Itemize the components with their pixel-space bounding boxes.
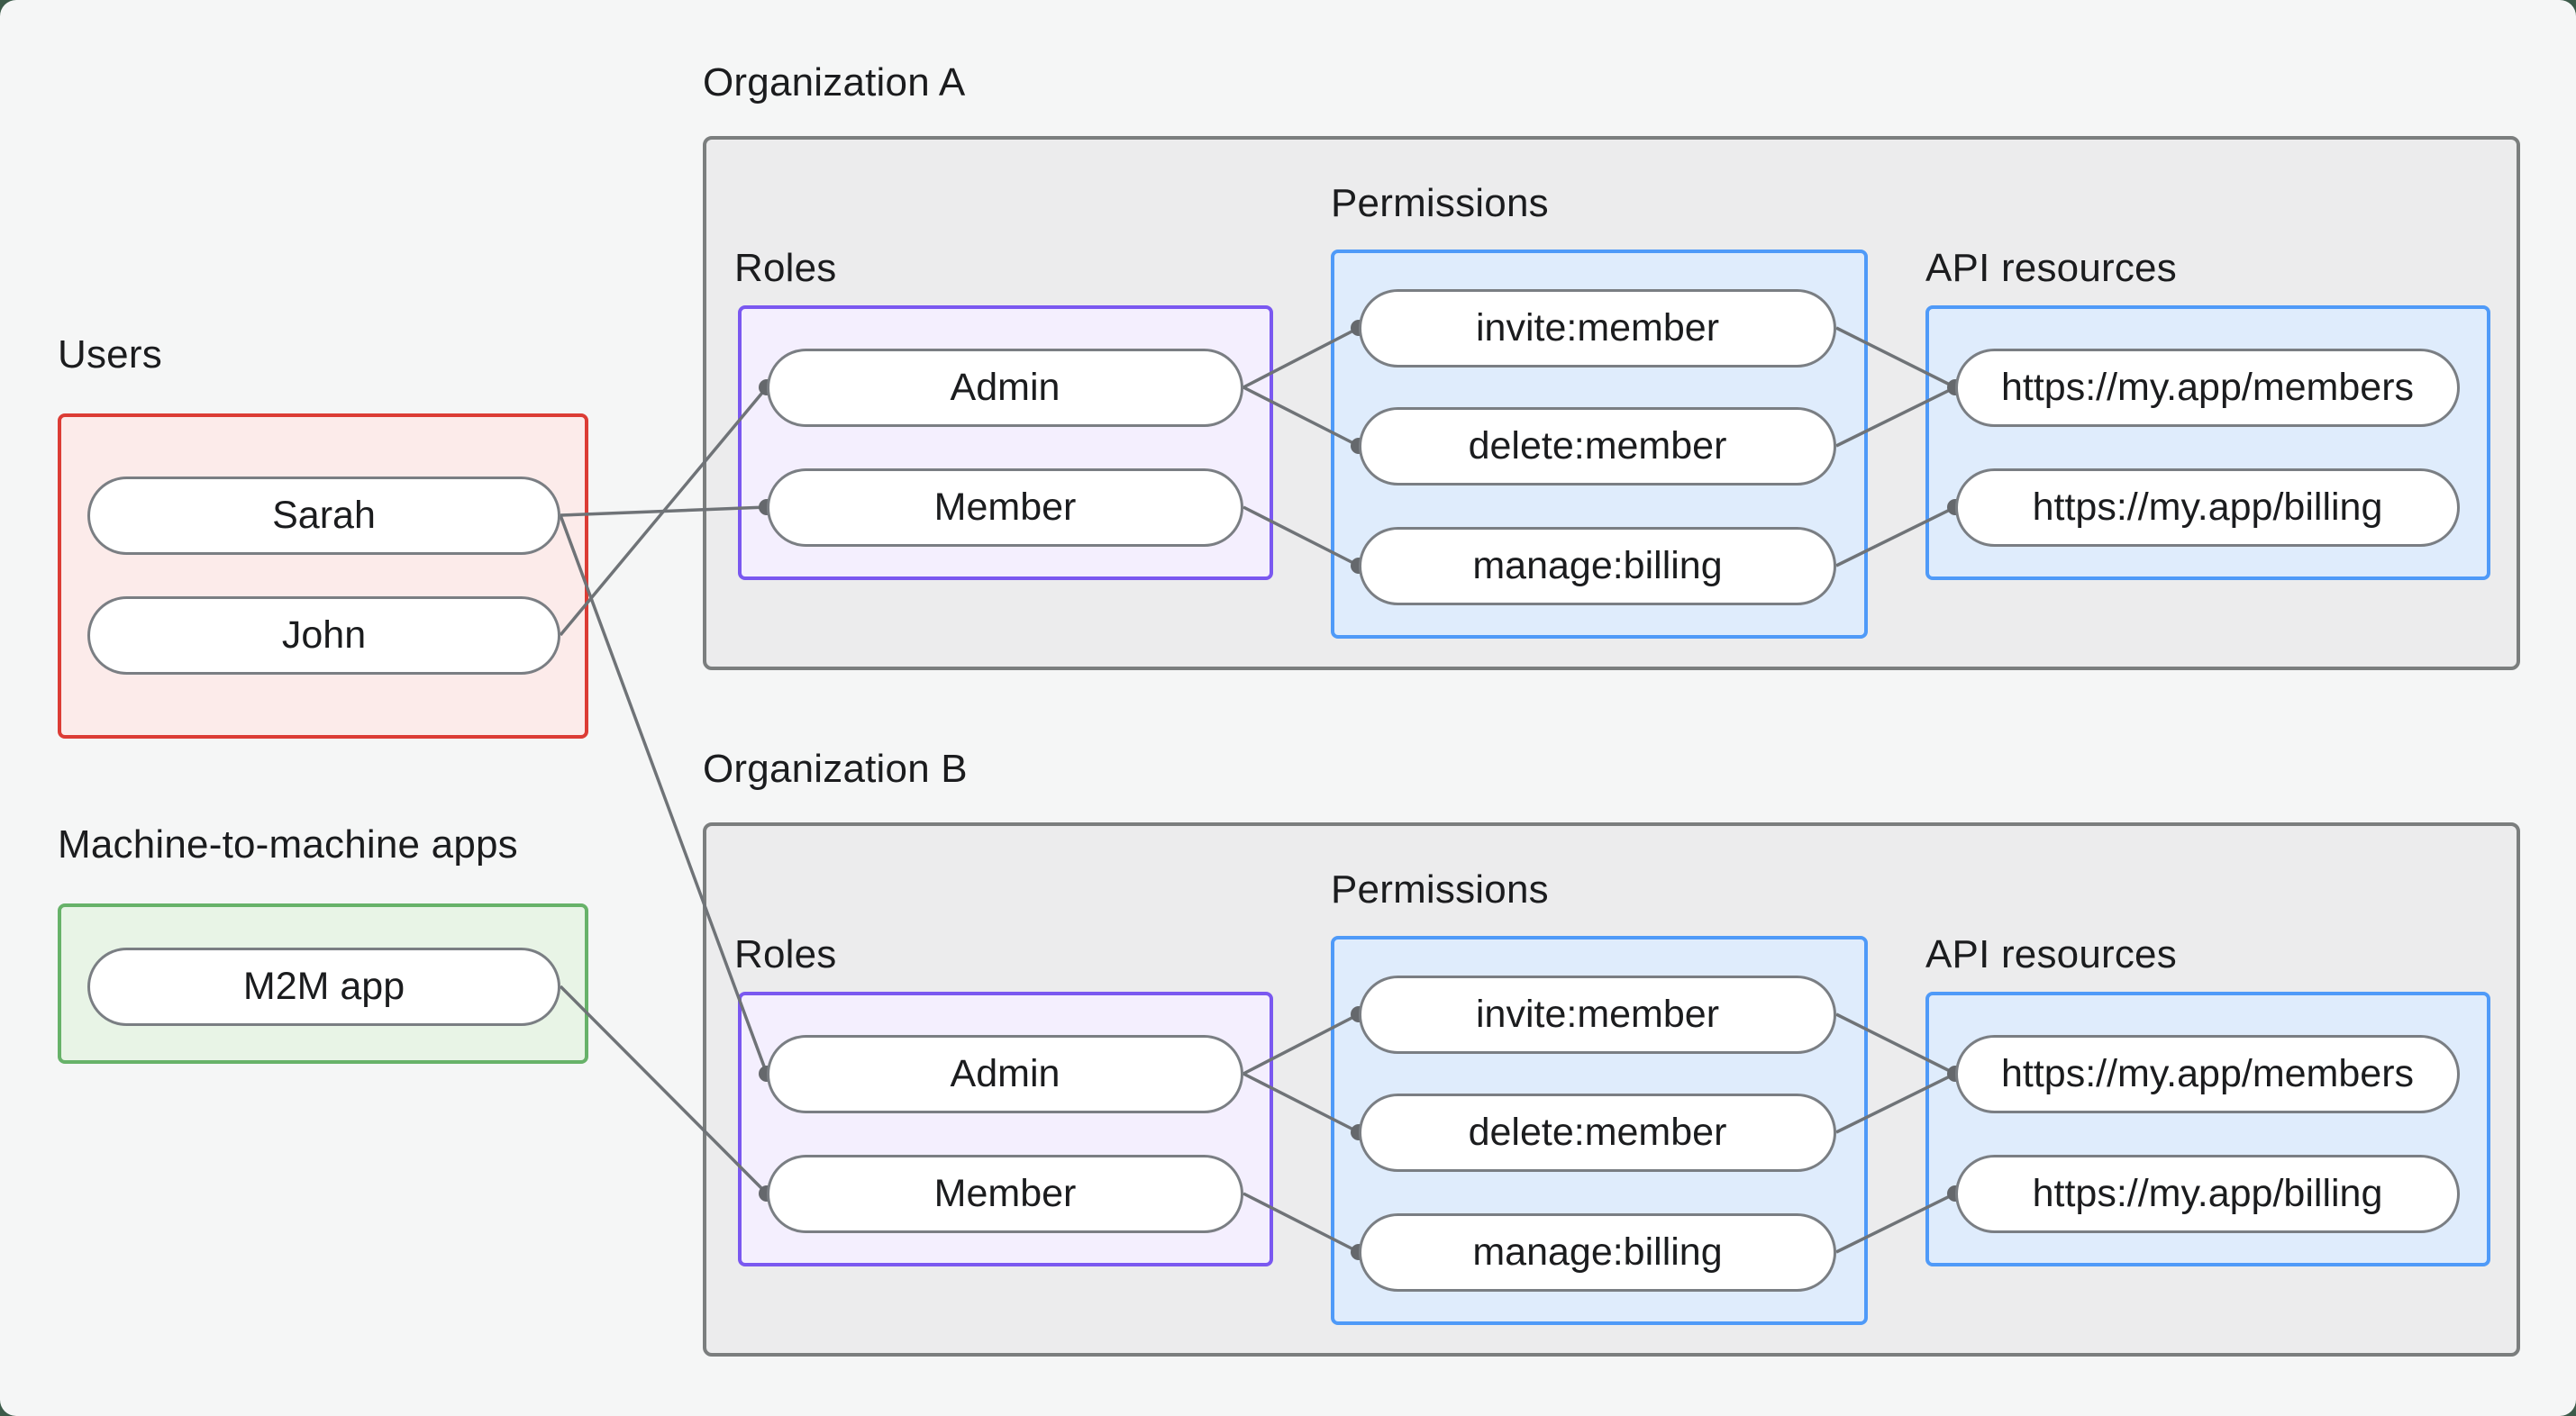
users-group-box [58,413,588,739]
node-org-b-permission-delete-member: delete:member [1359,1094,1836,1172]
node-user-sarah: Sarah [87,477,560,555]
node-org-a-permission-delete-member: delete:member [1359,407,1836,486]
node-org-b-role-member: Member [767,1155,1243,1233]
node-org-b-api-billing: https://my.app/billing [1955,1155,2460,1233]
node-org-b-permission-invite-member: invite:member [1359,976,1836,1054]
node-org-b-api-members: https://my.app/members [1955,1035,2460,1113]
node-user-john: John [87,596,560,675]
node-org-a-permission-manage-billing: manage:billing [1359,527,1836,605]
m2m-apps-group-label: Machine-to-machine apps [58,822,518,867]
node-org-b-role-admin: Admin [767,1035,1243,1113]
org-b-roles-label: Roles [734,932,837,976]
node-org-b-permission-manage-billing: manage:billing [1359,1213,1836,1292]
users-group-label: Users [58,332,162,377]
org-b-permissions-label: Permissions [1331,867,1549,912]
node-org-a-role-admin: Admin [767,349,1243,427]
node-org-a-role-member: Member [767,468,1243,547]
org-b-api-resources-label: API resources [1925,932,2177,976]
node-org-a-api-billing: https://my.app/billing [1955,468,2460,547]
node-org-a-permission-invite-member: invite:member [1359,289,1836,368]
org-a-roles-label: Roles [734,246,837,290]
node-org-a-api-members: https://my.app/members [1955,349,2460,427]
organization-b-label: Organization B [703,747,968,791]
node-m2m-app: M2M app [87,948,560,1026]
org-a-permissions-label: Permissions [1331,181,1549,225]
organization-a-label: Organization A [703,60,966,104]
org-a-api-resources-label: API resources [1925,246,2177,290]
